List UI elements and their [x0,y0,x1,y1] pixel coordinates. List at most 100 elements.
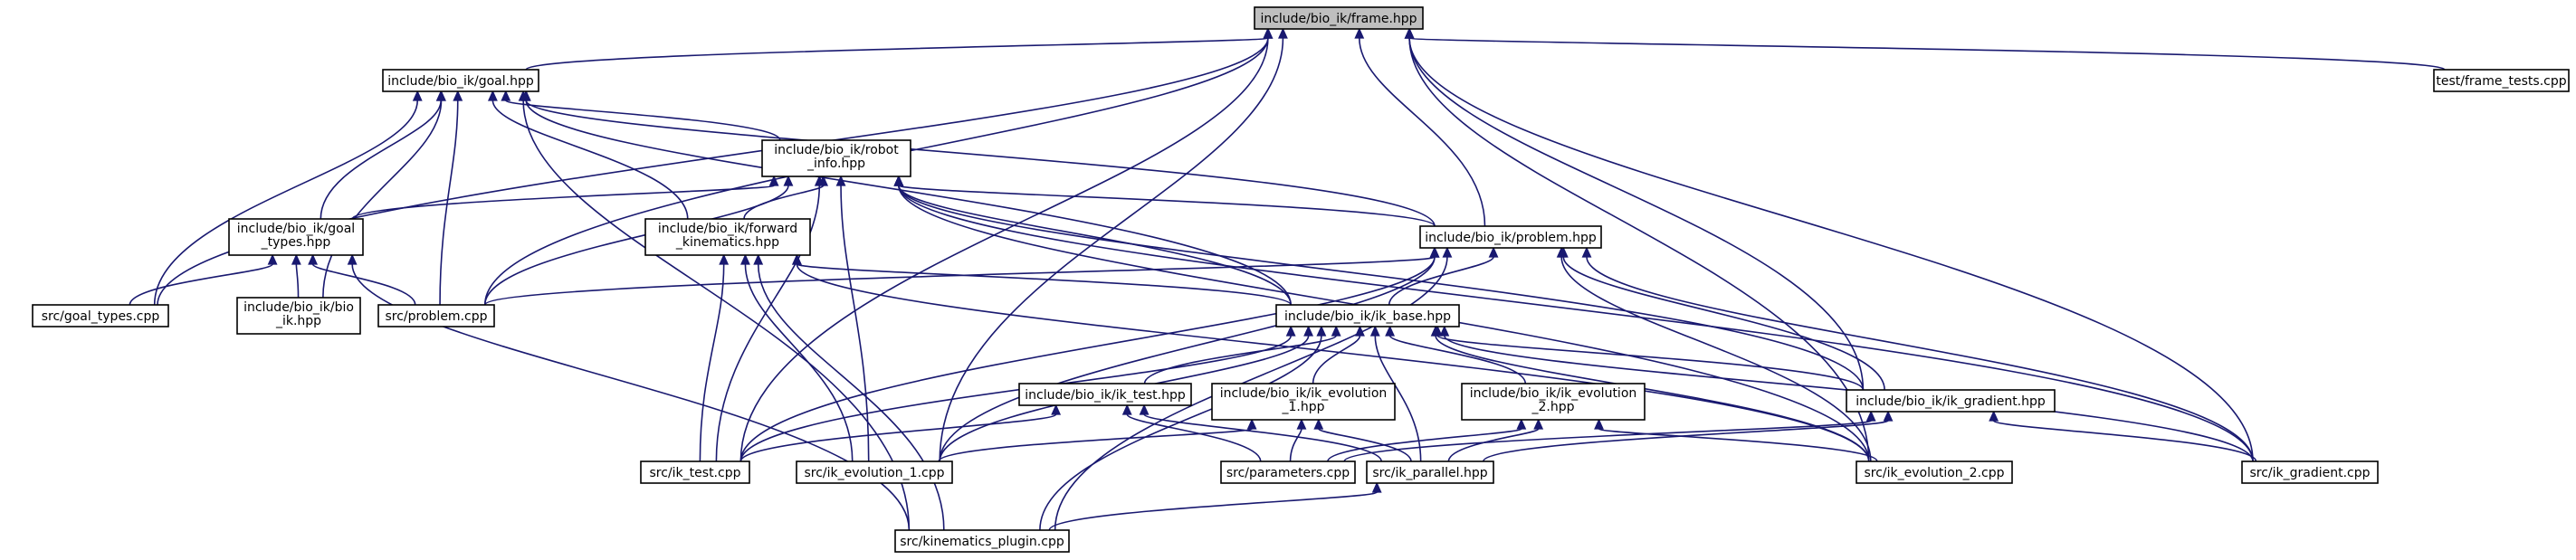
edge-goal_types_cpp-to-goal_types_hpp [129,253,278,306]
node-label: _types.hpp [261,235,331,250]
node-box [1275,304,1460,327]
node-label: include/bio_ik/bio [243,300,354,315]
arrowhead-icon [1429,246,1440,258]
node-goal-types-hpp[interactable]: include/bio_ik/goal_types.hpp [228,218,364,256]
edge-line [1388,335,1527,384]
node-ik-evolution-2-hpp[interactable]: include/bio_ik/ik_evolution_2.hpp [1461,383,1646,421]
arrowhead-icon [1355,325,1365,337]
arrowhead-icon [308,253,319,265]
arrowhead-icon [1278,27,1288,39]
node-parameters-cpp[interactable]: src/parameters.cpp [1220,460,1356,484]
edge-ik_parallel_hpp-to-ik_evolution_1_hpp [1313,418,1412,462]
edge-ik_parallel_hpp-to-ik_evolution_2_hpp [1447,418,1544,462]
node-robot-info[interactable]: include/bio_ik/robot_info.hpp [761,139,911,177]
edge-line [1562,256,1885,391]
arrowhead-icon [1556,246,1567,258]
node-forward-kinematics[interactable]: include/bio_ik/forward_kinematics.hpp [644,218,811,256]
node-ik-test-cpp[interactable]: src/ik_test.cpp [640,460,750,484]
arrowhead-icon [1331,325,1341,337]
node-problem-hpp[interactable]: include/bio_ik/problem.hpp [1419,225,1602,249]
arrowhead-icon [1883,410,1894,422]
node-kinematics-plugin[interactable]: src/kinematics_plugin.cpp [894,529,1070,553]
node-box [1846,389,2056,413]
node-label: include/bio_ik/ik_evolution [1470,386,1637,401]
edge-bio_ik_hpp-to-goal [322,90,446,299]
node-label: include/bio_ik/ik_test.hpp [1025,388,1186,403]
edge-ik_evolution_2_cpp-to-ik_base [1430,325,1870,462]
edge-line [938,428,1253,462]
edge-ik_parallel_hpp-to-ik_gradient_hpp [1483,410,1894,462]
node-ik-base[interactable]: include/bio_ik/ik_base.hpp [1275,304,1460,327]
edge-line [320,100,442,220]
edge-ik_parallel_hpp-to-ik_base [1369,325,1422,462]
node-ik-parallel-hpp[interactable]: src/ik_parallel.hpp [1366,460,1494,484]
edge-line [1598,428,1878,462]
node-goal-types-cpp[interactable]: src/goal_types.cpp [32,304,169,327]
edge-ik_test_cpp-to-ik_test_hpp [739,403,1062,462]
node-frame[interactable]: include/bio_ik/frame.hpp [1254,6,1424,30]
edge-kinematics_plugin-to-goal_types_hpp [347,253,911,531]
edge-ik_gradient_hpp-to-frame [1404,27,1865,391]
edge-line [1126,413,1262,462]
edge-ik_gradient_hpp-to-problem_hpp [1558,246,1885,391]
node-frame-tests[interactable]: test/frame_tests.cpp [2433,69,2570,92]
node-ik-evolution-1-hpp[interactable]: include/bio_ik/ik_evolution_1.hpp [1211,383,1396,421]
node-label: src/ik_evolution_1.cpp [804,466,944,480]
edge-line [1054,256,1448,531]
edge-line [1048,491,1378,531]
node-ik-evolution-2-cpp[interactable]: src/ik_evolution_2.cpp [1856,460,2013,484]
arrowhead-icon [792,253,802,265]
node-label: src/kinematics_plugin.cpp [900,535,1064,549]
edge-line [1483,420,1889,462]
node-label: src/ik_parallel.hpp [1372,466,1487,480]
node-box [1419,225,1602,249]
node-bio-ik-hpp[interactable]: include/bio_ik/bio_ik.hpp [236,297,361,335]
edge-line [1408,37,2446,71]
node-box [1856,460,2013,484]
edge-line [1289,428,1302,462]
edge-line [739,256,1436,462]
edge-line [322,100,443,299]
node-ik-evolution-1-cpp[interactable]: src/ik_evolution_1.cpp [796,460,953,484]
edge-line [1327,428,1522,462]
edge-frame_tests-to-frame [1404,27,2446,71]
edge-forward_kinematics-to-goal [487,90,689,220]
arrowhead-icon [501,90,511,101]
edge-ik_evolution_1_cpp-to-frame [939,27,1288,462]
arrowhead-icon [1516,418,1527,430]
edge-line [1408,37,1870,462]
edge-line [1312,335,1361,384]
node-ik-gradient-hpp[interactable]: include/bio_ik/ik_gradient.hpp [1846,389,2056,413]
edge-line [898,185,2254,462]
node-box [1366,460,1494,484]
edge-line [898,185,1292,306]
arrowhead-icon [768,175,779,186]
edge-robot_info-to-goal [501,90,781,141]
edge-ik_evolution_1_hpp-to-ik_base [1312,325,1365,384]
edge-line [1408,37,2254,462]
edge-goal-to-frame [525,27,1274,71]
node-label: _2.hpp [1531,400,1574,414]
arrowhead-icon [1581,246,1592,258]
node-label: include/bio_ik/forward [658,222,797,236]
arrowhead-icon [1371,481,1382,493]
edge-line [739,413,1057,462]
edge-line [157,37,1269,306]
arrowhead-icon [1263,27,1274,39]
edge-line [898,185,1865,391]
node-ik-test-hpp[interactable]: include/bio_ik/ik_test.hpp [1018,383,1192,406]
edge-line [1586,256,2254,462]
node-box [228,218,364,256]
edge-kinematics_plugin-to-problem_hpp [1054,246,1453,531]
edge-line [311,263,416,306]
node-box [1018,383,1192,406]
edge-line [129,263,273,306]
node-ik-gradient-cpp[interactable]: src/ik_gradient.cpp [2241,460,2379,484]
edge-ik_base-to-robot_info [893,175,1292,306]
node-goal[interactable]: include/bio_ik/goal.hpp [382,69,539,92]
arrowhead-icon [1354,27,1365,39]
node-problem-cpp[interactable]: src/problem.cpp [377,304,495,327]
edge-goal_types_hpp-to-robot_info [351,175,779,220]
arrowhead-icon [1296,418,1307,430]
edge-line [522,100,911,531]
